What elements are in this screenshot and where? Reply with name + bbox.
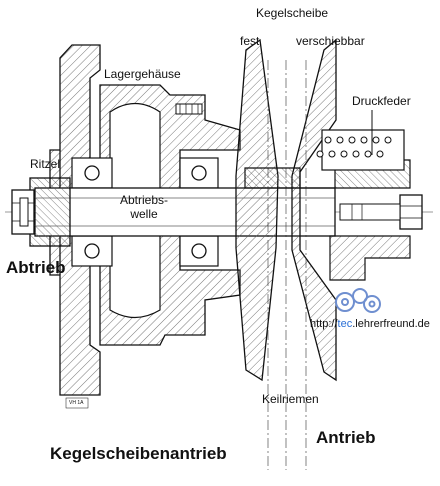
housing-bolt (175, 103, 203, 115)
watermark-highlight: tec (337, 318, 353, 330)
drawing-number-box (65, 397, 89, 409)
bearing-upper-right (179, 157, 219, 189)
fixed-pulley-disc (235, 38, 279, 382)
end-nut-right (339, 194, 423, 230)
label-lagergehaeuse: Lagergehäuse (104, 67, 181, 81)
label-fest: fest (240, 34, 260, 48)
watermark-url[interactable]: http://tec.lehrerfreund.de (310, 318, 430, 330)
compression-spring (316, 136, 392, 158)
label-title: Kegelscheibenantrieb (50, 444, 227, 463)
label-druckfeder: Druckfeder (352, 94, 411, 108)
bearing-lower-right (179, 235, 219, 267)
label-antrieb: Antrieb (316, 428, 376, 447)
label-verschiebbar: verschiebbar (296, 34, 365, 48)
pinion-gear (11, 177, 71, 247)
label-kegelscheibe: Kegelscheibe (256, 6, 329, 20)
label-abtrieb: Abtrieb (6, 258, 66, 277)
label-keilriemen: Keilriemen (262, 392, 319, 406)
output-shaft (34, 187, 336, 237)
label-abtriebswelle-line1: Abtriebs- (119, 193, 169, 207)
label-abtriebswelle-line2: welle (130, 207, 158, 221)
label-abtriebswelle: Abtriebs- welle (112, 193, 176, 221)
bearing-lower-left (71, 235, 113, 267)
watermark-suffix: .lehrerfreund.de (352, 318, 430, 330)
label-ritzel: Ritzel (30, 157, 61, 171)
bearing-upper-left (71, 157, 113, 189)
spring-housing (321, 129, 405, 171)
gears-logo (335, 288, 381, 313)
hub-lower (329, 235, 411, 281)
watermark-prefix: http:// (310, 318, 338, 330)
label-drawing-number: VH 1A (69, 400, 84, 406)
